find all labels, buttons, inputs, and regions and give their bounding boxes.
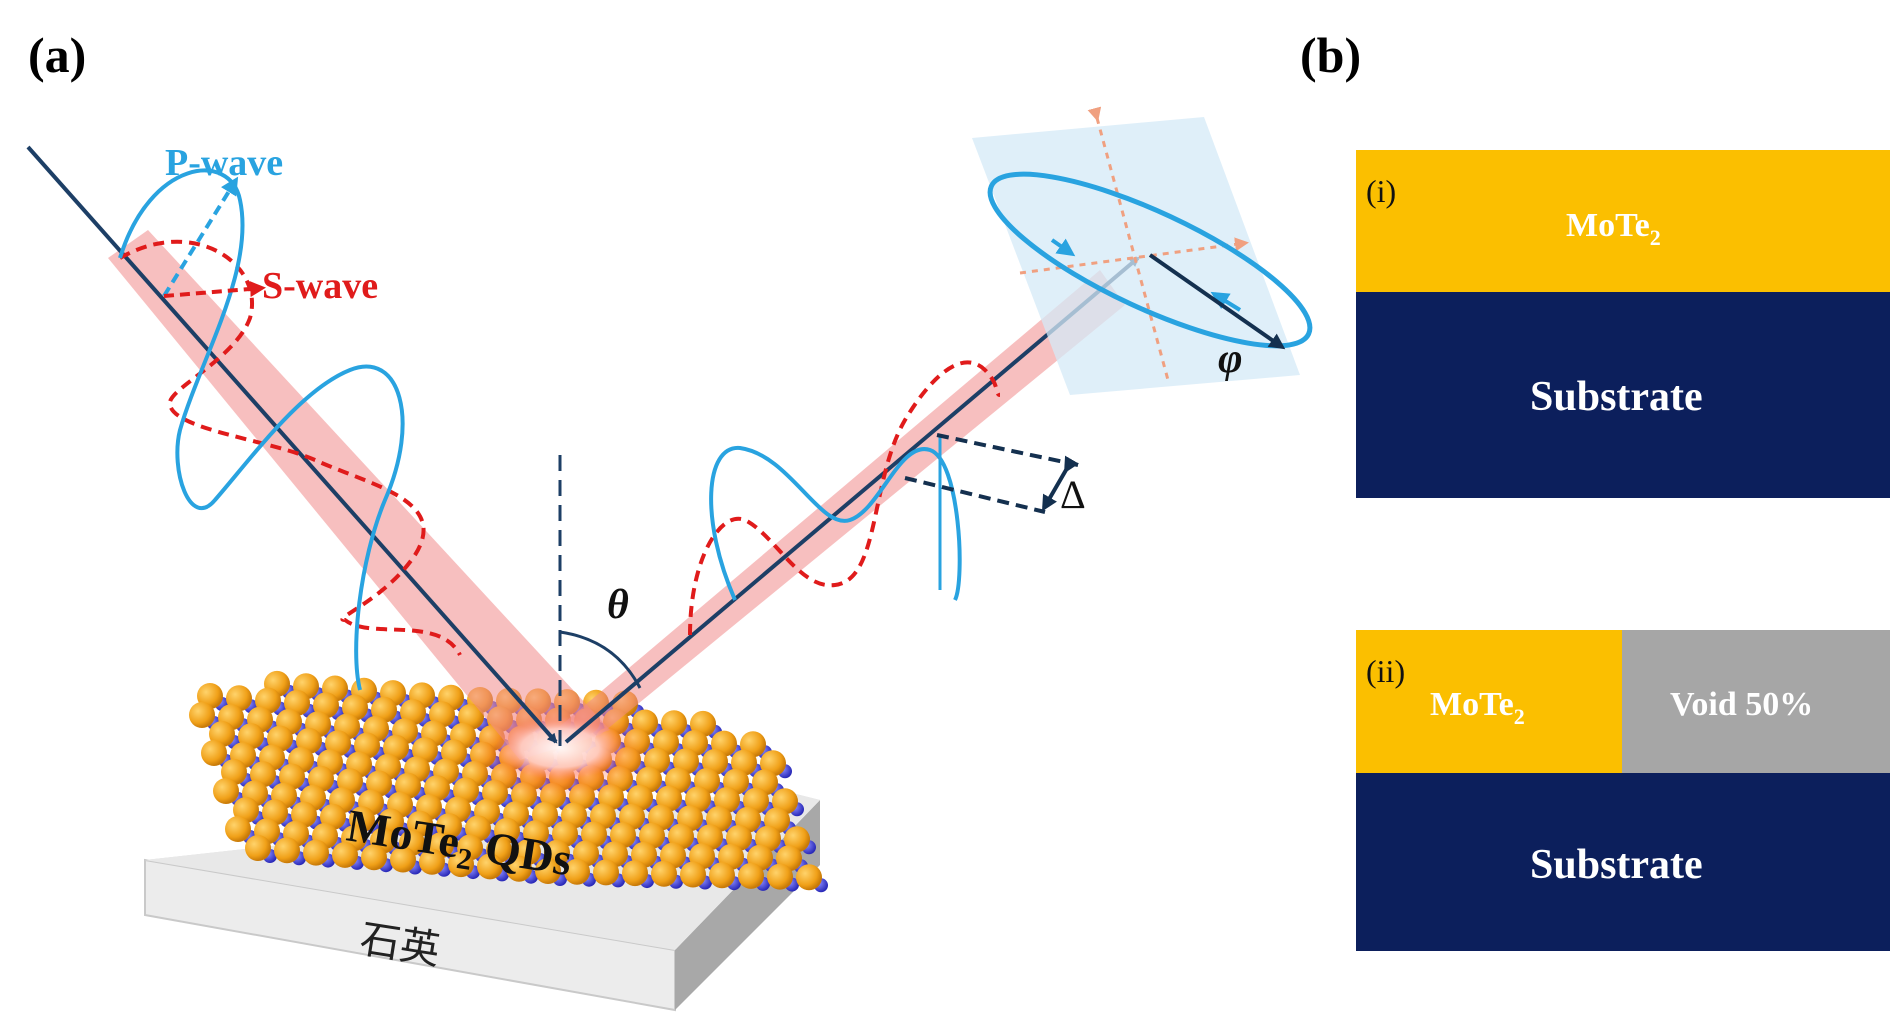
te-atom <box>796 864 822 891</box>
p-polarization-arrow <box>162 176 239 298</box>
model-i-substrate-layer <box>1356 292 1890 498</box>
theta-arc <box>559 630 642 689</box>
model-ii-tag: (ii) <box>1366 653 1405 689</box>
te-atom <box>738 862 764 889</box>
te-atom <box>274 837 300 864</box>
te-atom <box>564 858 590 885</box>
delta-ref-line-1 <box>936 433 1079 467</box>
incident-p-wave <box>118 168 405 691</box>
te-atom <box>448 851 474 878</box>
reflected-s-wave <box>688 360 1001 636</box>
model-ii-substrate-label: Substrate <box>1530 842 1703 888</box>
incident-s-wave <box>119 239 462 656</box>
delta-symbol: Δ <box>1060 472 1086 517</box>
s-wave-label: S-wave <box>262 265 378 307</box>
layer-model-ii: (ii) MoTe2 Void 50% Substrate <box>1356 630 1890 951</box>
reflected-ray <box>564 256 1140 744</box>
delta-arrow <box>1041 455 1079 512</box>
te-atom <box>201 740 227 766</box>
p-wave-label: P-wave <box>165 142 283 184</box>
te-atom <box>361 844 387 871</box>
model-ii-mote2-layer <box>1356 630 1622 773</box>
model-ii-substrate-layer <box>1356 773 1890 951</box>
model-ii-void-layer <box>1622 630 1890 773</box>
te-atom <box>245 835 271 861</box>
model-i-tag: (i) <box>1366 173 1396 209</box>
model-i-substrate-label: Substrate <box>1530 374 1703 420</box>
phi-symbol: φ <box>1218 336 1243 382</box>
te-atom <box>189 702 215 728</box>
incident-ray <box>26 145 558 744</box>
model-ii-mote2-label: MoTe2 <box>1430 686 1525 729</box>
te-atom <box>680 861 706 888</box>
te-atom <box>767 863 793 890</box>
te-atom <box>506 855 532 882</box>
te-atom <box>419 848 445 875</box>
te-atom <box>390 846 416 873</box>
delta-ref-line-2 <box>904 476 1046 514</box>
sample-label-sub: 2 <box>454 842 474 877</box>
incident-beam <box>108 230 610 760</box>
theta-symbol: θ <box>607 582 629 628</box>
te-atom <box>709 862 735 889</box>
te-atom <box>332 841 358 868</box>
te-atom <box>535 858 561 884</box>
te-atom <box>303 839 329 866</box>
beam-spot <box>495 716 625 780</box>
polarization-plane <box>972 106 1313 395</box>
te-atom <box>622 860 648 887</box>
model-i-mote2-layer <box>1356 150 1890 292</box>
te-atom <box>593 859 619 886</box>
layer-model-i: (i) MoTe2 Substrate <box>1356 150 1890 498</box>
model-i-mote2-label: MoTe2 <box>1566 207 1661 250</box>
te-atom <box>651 860 677 887</box>
reflected-beam <box>520 270 1125 760</box>
panel-a-label: (a) <box>28 27 86 83</box>
te-atom <box>213 778 239 804</box>
te-atom <box>225 816 251 842</box>
panel-b-label: (b) <box>1300 27 1361 83</box>
model-ii-void-label: Void 50% <box>1670 686 1813 723</box>
s-polarization-arrow <box>163 281 266 298</box>
te-atom <box>477 853 503 880</box>
